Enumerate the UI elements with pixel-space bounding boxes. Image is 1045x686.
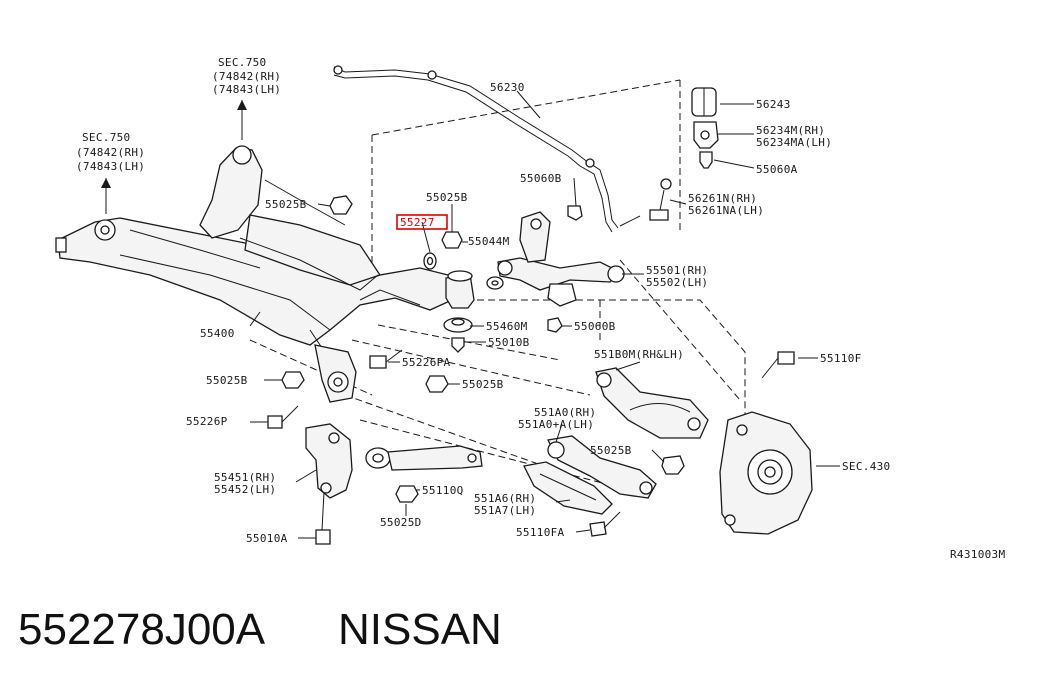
label-55452-lh: 55452(LH) xyxy=(214,483,276,496)
part-caption: 552278J00A NISSAN xyxy=(18,605,502,654)
stabilizer-bar[interactable] xyxy=(333,65,619,233)
nut-55060b-mid[interactable] xyxy=(547,317,563,333)
label-55110fa: 55110FA xyxy=(516,526,565,539)
label-sec750-top-lh: (74843(LH) xyxy=(212,83,281,96)
rear-axle-knuckle[interactable] xyxy=(719,411,813,535)
lower-spring-seat[interactable] xyxy=(523,461,613,515)
label-55025d: 55025D xyxy=(380,516,422,529)
label-55502-lh: 55502(LH) xyxy=(646,276,708,289)
label-sec430: SEC.430 xyxy=(842,460,890,473)
stopper-washer[interactable] xyxy=(486,276,504,290)
stabilizer-clamp[interactable] xyxy=(693,121,719,149)
label-56243: 56243 xyxy=(756,98,791,111)
nut-55060b-upper[interactable] xyxy=(567,205,583,221)
highlight-55227 xyxy=(396,214,448,230)
subframe-mount-insulator[interactable] xyxy=(445,270,475,309)
leader-lines xyxy=(101,90,840,539)
label-55226pa: 55226PA xyxy=(402,356,451,369)
stabilizer-bushing[interactable] xyxy=(691,87,717,117)
label-56261n-rh: 56261N(RH) xyxy=(688,192,757,205)
label-55226p: 55226P xyxy=(186,415,228,428)
label-55010b: 55010B xyxy=(488,336,530,349)
label-55025b-a: 55025B xyxy=(265,198,307,211)
label-55460m: 55460M xyxy=(486,320,528,333)
label-551a0-lh: 551A0+A(LH) xyxy=(518,418,594,431)
label-55227: 55227 xyxy=(400,216,435,229)
label-56234m-lh: 56234MA(LH) xyxy=(756,136,832,149)
label-55400: 55400 xyxy=(200,327,235,340)
nut-55025b-right[interactable] xyxy=(661,455,685,475)
label-56230: 56230 xyxy=(490,81,525,94)
label-sec750-top-title: SEC.750 xyxy=(218,56,266,69)
bolt-55110fa[interactable] xyxy=(589,511,621,537)
toe-control-rod[interactable] xyxy=(365,445,483,471)
bolt-55226p[interactable] xyxy=(267,405,299,429)
rear-subframe[interactable] xyxy=(55,145,453,403)
label-56234m-rh: 56234M(RH) xyxy=(756,124,825,137)
label-55025b-d: 55025B xyxy=(462,378,504,391)
label-sec750-left-rh: (74842(RH) xyxy=(76,146,145,159)
stabilizer-connecting-rod[interactable] xyxy=(619,178,672,227)
label-55025b-c: 55025B xyxy=(206,374,248,387)
nut-55025b-center[interactable] xyxy=(425,375,449,393)
label-55110f: 55110F xyxy=(820,352,862,365)
caption-part-number: 552278J00A xyxy=(18,605,266,654)
label-sec750-left-title: SEC.750 xyxy=(82,131,130,144)
lower-link-rear[interactable] xyxy=(595,367,709,439)
bolt-55110f[interactable] xyxy=(761,351,795,379)
mount-bolt-lower[interactable] xyxy=(451,337,465,353)
label-551b0m: 551B0M(RH&LH) xyxy=(594,348,684,361)
label-551a6-rh: 551A6(RH) xyxy=(474,492,536,505)
label-55060b-mid: 55060B xyxy=(574,320,616,333)
label-551a0-rh: 551A0(RH) xyxy=(534,406,596,419)
label-56261n-lh: 56261NA(LH) xyxy=(688,204,764,217)
suspension-bracket[interactable] xyxy=(305,423,353,499)
label-55044m: 55044M xyxy=(468,235,510,248)
nut-55025b-left[interactable] xyxy=(281,371,305,389)
label-sec750-left-lh: (74843(LH) xyxy=(76,160,145,173)
mount-nut-upper[interactable] xyxy=(441,231,463,249)
upper-link-arm[interactable] xyxy=(497,211,625,307)
label-55060a: 55060A xyxy=(756,163,798,176)
bolt-55010a[interactable] xyxy=(315,491,331,545)
label-55025b-b: 55025B xyxy=(426,191,468,204)
label-55110q: 55110Q xyxy=(422,484,464,497)
caption-brand: NISSAN xyxy=(338,605,502,654)
part-labels: SEC.750 (74842(RH) (74843(LH) SEC.750 (7… xyxy=(76,56,1005,561)
label-55060b-top: 55060B xyxy=(520,172,562,185)
label-55010a: 55010A xyxy=(246,532,288,545)
label-sec750-top-rh: (74842(RH) xyxy=(212,70,281,83)
bolt-55226pa[interactable] xyxy=(369,349,403,369)
nut-55025b-upper-left[interactable] xyxy=(329,195,353,215)
nut-55025d[interactable] xyxy=(395,485,419,503)
label-55451-rh: 55451(RH) xyxy=(214,471,276,484)
diagram-reference-code: R431003M xyxy=(950,548,1005,561)
subframe-mount-stopper[interactable] xyxy=(423,252,437,270)
label-551a7-lh: 551A7(LH) xyxy=(474,504,536,517)
mount-stopper-lower[interactable] xyxy=(443,317,473,333)
label-55501-rh: 55501(RH) xyxy=(646,264,708,277)
clamp-bolt[interactable] xyxy=(699,151,713,169)
label-55025b-e: 55025B xyxy=(590,444,632,457)
